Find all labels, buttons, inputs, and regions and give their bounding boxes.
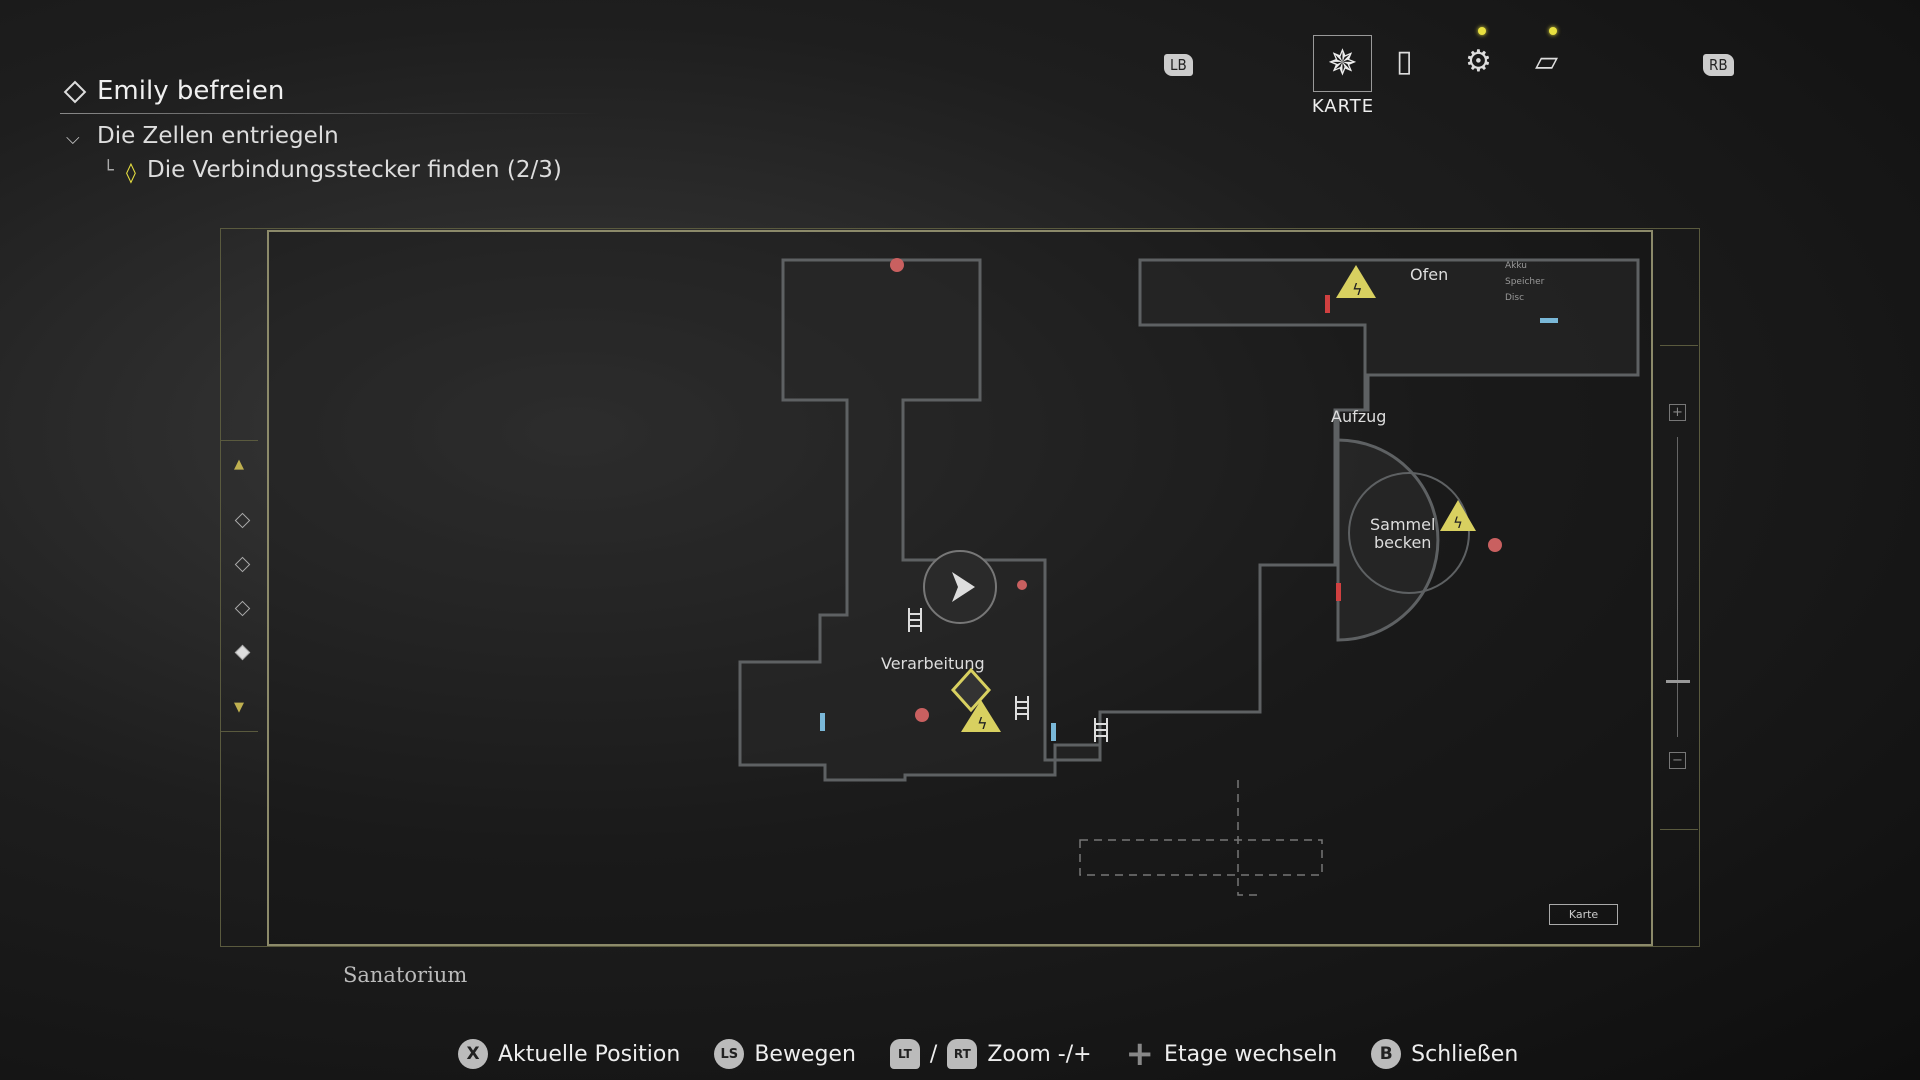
floor-selector bbox=[220, 440, 258, 732]
backpack-tab[interactable]: ▯ bbox=[1396, 44, 1413, 79]
task-diamond-icon: ◊ bbox=[126, 160, 136, 184]
task-objective: Die Verbindungsstecker finden (2/3) bbox=[147, 157, 562, 183]
gears-icon: ⚙ bbox=[1465, 44, 1492, 79]
objective-marker-icon bbox=[950, 667, 992, 713]
player-arrow-icon bbox=[952, 572, 975, 602]
rt-button-icon[interactable]: RT bbox=[947, 1039, 978, 1069]
chevron-down-icon[interactable]: ⌵ bbox=[66, 128, 80, 149]
map-tab-label: KARTE bbox=[1311, 96, 1375, 117]
hint-close[interactable]: Schließen bbox=[1411, 1041, 1519, 1067]
svg-text:ϟ: ϟ bbox=[1352, 280, 1363, 299]
rb-button[interactable]: RB bbox=[1703, 54, 1734, 76]
divider bbox=[60, 113, 600, 114]
folder-icon: ▱ bbox=[1535, 44, 1559, 79]
dpad-icon[interactable]: + bbox=[1125, 1034, 1155, 1074]
karte-button[interactable]: Karte bbox=[1549, 904, 1618, 925]
hint-move[interactable]: Bewegen bbox=[754, 1041, 856, 1067]
hazard-icon: ϟ bbox=[1440, 500, 1476, 532]
ls-button-icon[interactable]: LS bbox=[714, 1039, 745, 1069]
hint-separator: / bbox=[929, 1041, 938, 1067]
map-legend: Akku Speicher Disc bbox=[1505, 258, 1627, 306]
area-name: Sanatorium bbox=[343, 963, 468, 987]
button-hints: X Aktuelle Position LS Bewegen LT / RT Z… bbox=[458, 1034, 1518, 1074]
lb-button[interactable]: LB bbox=[1164, 54, 1193, 76]
hint-zoom[interactable]: Zoom -/+ bbox=[987, 1041, 1092, 1067]
hazard-icon: ϟ bbox=[1336, 265, 1376, 299]
ladder-icon bbox=[908, 608, 1108, 742]
folder-tab[interactable]: ▱ bbox=[1535, 44, 1558, 79]
zoom-out-icon[interactable]: − bbox=[1669, 752, 1686, 769]
zoom-slider[interactable] bbox=[1660, 345, 1698, 830]
notification-dot bbox=[1549, 27, 1557, 35]
notification-dot bbox=[1478, 27, 1486, 35]
hazard-icon: ϟ bbox=[961, 700, 1001, 733]
b-button-icon[interactable]: B bbox=[1371, 1039, 1402, 1069]
svg-text:ϟ: ϟ bbox=[1453, 514, 1463, 532]
map-label-verarbeitung: Verarbeitung bbox=[881, 654, 985, 673]
objective-title: Emily befreien bbox=[97, 76, 285, 106]
map-label-sammelbecken: Sammel becken bbox=[1370, 516, 1435, 552]
map-label-aufzug: Aufzug bbox=[1331, 407, 1387, 426]
map-label-sammel: Sammel bbox=[1370, 515, 1436, 534]
backpack-icon: ▯ bbox=[1396, 44, 1413, 79]
zoom-handle[interactable] bbox=[1666, 680, 1690, 683]
floor-down-arrow-icon[interactable]: ▼ bbox=[234, 700, 244, 715]
map-label-ofen: Ofen bbox=[1410, 265, 1449, 284]
zoom-track[interactable] bbox=[1677, 437, 1678, 737]
legend-speicher: Speicher bbox=[1505, 277, 1545, 287]
svg-text:ϟ: ϟ bbox=[977, 714, 988, 733]
sub-objective: Die Zellen entriegeln bbox=[97, 123, 339, 149]
map-tab[interactable]: ✵ bbox=[1313, 35, 1372, 92]
legend-disc: Disc bbox=[1505, 293, 1525, 303]
lt-button-icon[interactable]: LT bbox=[889, 1039, 920, 1069]
map-label-becken: becken bbox=[1373, 533, 1432, 552]
gears-tab[interactable]: ⚙ bbox=[1465, 44, 1492, 79]
hint-current-position[interactable]: Aktuelle Position bbox=[498, 1041, 681, 1067]
tree-branch-icon: └ bbox=[103, 160, 114, 181]
hint-change-floor[interactable]: Etage wechseln bbox=[1164, 1041, 1338, 1067]
floor-up-arrow-icon[interactable]: ▲ bbox=[234, 457, 244, 472]
map-icon: ✵ bbox=[1327, 43, 1358, 84]
x-button-icon[interactable]: X bbox=[458, 1039, 488, 1069]
map-frame-outer bbox=[220, 228, 1700, 947]
legend-akku: Akku bbox=[1505, 261, 1528, 271]
herb-icon bbox=[890, 258, 1502, 722]
zoom-in-icon[interactable]: + bbox=[1669, 404, 1686, 421]
